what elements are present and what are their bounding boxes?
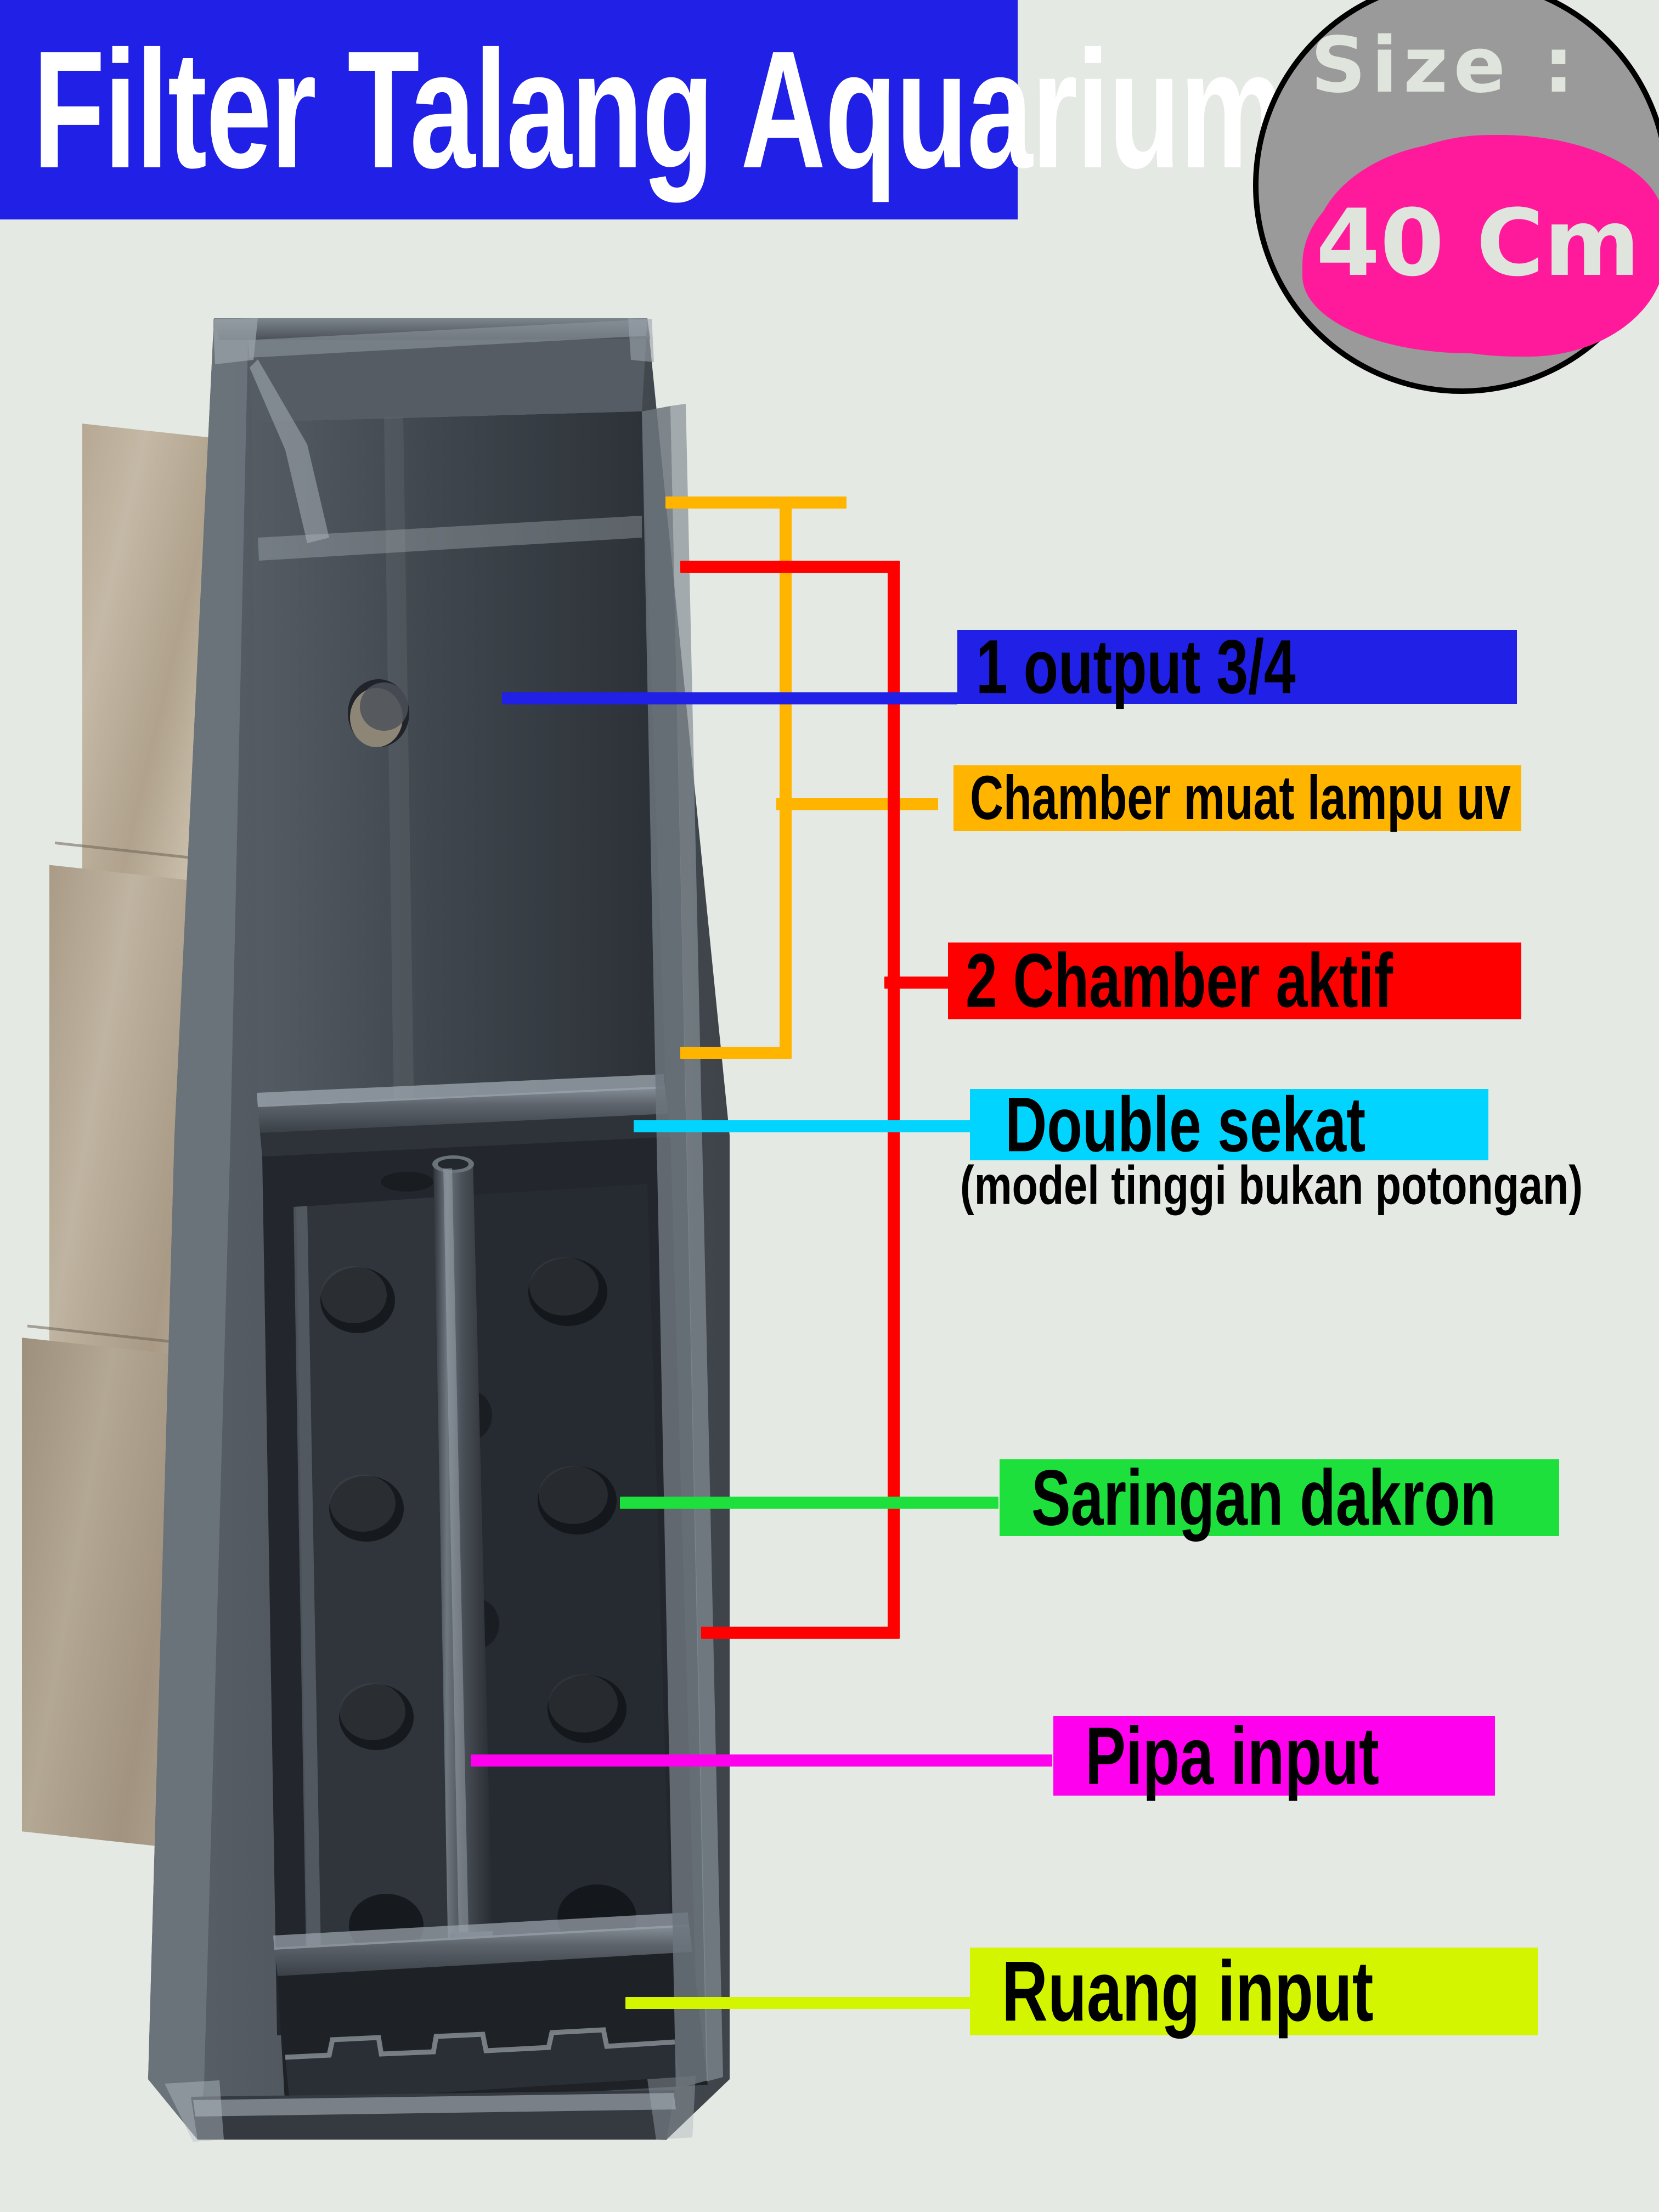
connector-uv-chamber-stem	[776, 798, 938, 810]
connector-uv-chamber-bottom	[680, 1047, 790, 1059]
connector-chambers-top	[680, 561, 900, 573]
callout-active-chambers[interactable]: 2 Chamber aktif	[948, 943, 1521, 1019]
page-title: Filter Talang Aquarium	[33, 16, 1284, 203]
callout-input-space-label: Ruang input	[1002, 1943, 1374, 2039]
callout-double-divider-subnote: (model tinggi bukan potongan)	[960, 1155, 1583, 1216]
callout-uv-chamber-label: Chamber muat lampu uv	[970, 763, 1511, 833]
callout-dacron-label: Saringan dakron	[1031, 1453, 1497, 1542]
callout-dacron[interactable]: Saringan dakron	[1000, 1453, 1559, 1542]
product-photo	[0, 307, 856, 2211]
size-badge: Size : 40 Cm	[1253, 0, 1659, 394]
connector-double-divider	[634, 1120, 974, 1132]
size-label: Size :	[1311, 21, 1579, 110]
connector-chambers-spine	[888, 561, 900, 1639]
callout-input-space[interactable]: Ruang input	[970, 1948, 1538, 2035]
callout-active-chambers-label: 2 Chamber aktif	[966, 938, 1393, 1024]
size-value: 40 Cm	[1316, 189, 1640, 297]
callout-output-label: 1 output 3/4	[976, 624, 1296, 710]
connector-dacron	[620, 1497, 998, 1509]
callout-uv-chamber[interactable]: Chamber muat lampu uv	[953, 765, 1521, 831]
connector-input-pipe	[471, 1754, 1052, 1767]
callout-output[interactable]: 1 output 3/4	[957, 624, 1517, 710]
callout-input-pipe[interactable]: Pipa input	[1053, 1709, 1495, 1802]
connector-chambers-stem	[884, 977, 956, 989]
callout-double-divider[interactable]: Double sekat	[970, 1086, 1488, 1164]
callout-double-divider-label: Double sekat	[1005, 1081, 1366, 1169]
size-value-blob: 40 Cm	[1313, 142, 1643, 345]
poster-title-banner: Filter Talang Aquarium	[0, 0, 1284, 219]
connector-uv-chamber-spine	[780, 496, 792, 1059]
callout-input-pipe-label: Pipa input	[1085, 1709, 1379, 1802]
connector-chambers-bottom	[701, 1627, 899, 1639]
filter-body-illustration	[148, 318, 730, 2142]
connector-uv-chamber-top	[665, 496, 847, 509]
connector-input-space	[625, 1997, 988, 2009]
connector-output	[502, 692, 957, 704]
